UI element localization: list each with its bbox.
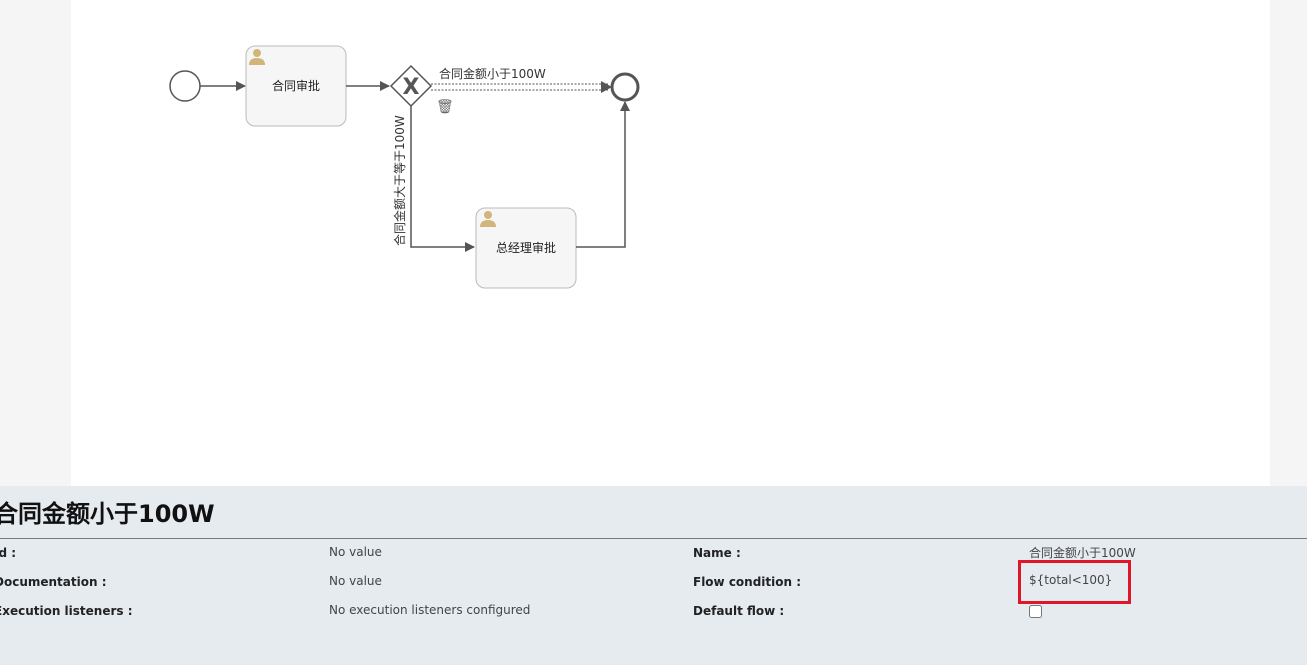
sequence-flow-selected[interactable] [431, 81, 612, 93]
diagram-canvas[interactable]: 合同审批 X 合同金额小于100W 🗑 合同金额大于等于100W [71, 0, 1270, 486]
default-flow-checkbox[interactable] [1029, 605, 1042, 618]
exclusive-gateway[interactable]: X [389, 64, 433, 108]
execution-listeners-label: Execution listeners : [0, 604, 133, 618]
sequence-flow-to-gm[interactable] [410, 106, 475, 252]
user-task-gm-approval[interactable]: 总经理审批 [475, 207, 577, 289]
start-event[interactable] [169, 70, 201, 102]
user-icon [480, 211, 496, 227]
trash-icon[interactable]: 🗑 [436, 99, 454, 115]
highlight-annotation-box [1018, 560, 1131, 604]
name-label: Name : [693, 546, 741, 560]
flow-label-less-than: 合同金额小于100W [439, 66, 546, 81]
documentation-value[interactable]: No value [329, 574, 382, 588]
flow-label-greater-equal: 合同金额大于等于100W [392, 115, 407, 246]
properties-panel: 合同金额小于100W Id : No value Documentation :… [0, 486, 1307, 665]
exclusive-gateway-icon: X [403, 75, 420, 100]
task-label: 合同审批 [272, 78, 320, 93]
properties-title: 合同金额小于100W [0, 500, 215, 528]
execution-listeners-value[interactable]: No execution listeners configured [329, 603, 531, 617]
divider [0, 538, 1307, 539]
end-event[interactable] [610, 72, 640, 102]
default-flow-label: Default flow : [693, 604, 785, 618]
id-label: Id : [0, 546, 17, 560]
flow-condition-value[interactable]: ${total<100} [1029, 573, 1113, 587]
name-value[interactable]: 合同金额小于100W [1029, 546, 1136, 560]
sequence-flow-gm-to-end[interactable] [576, 101, 630, 248]
bpmn-diagram[interactable]: 合同审批 X 合同金额小于100W 🗑 合同金额大于等于100W [71, 0, 1270, 486]
canvas-area: 合同审批 X 合同金额小于100W 🗑 合同金额大于等于100W [71, 0, 1270, 486]
id-value[interactable]: No value [329, 545, 382, 559]
flow-condition-label: Flow condition : [693, 575, 802, 589]
documentation-label: Documentation : [0, 575, 107, 589]
user-icon [249, 49, 265, 65]
task-label: 总经理审批 [496, 240, 556, 255]
user-task-contract-approval[interactable]: 合同审批 [245, 45, 347, 127]
